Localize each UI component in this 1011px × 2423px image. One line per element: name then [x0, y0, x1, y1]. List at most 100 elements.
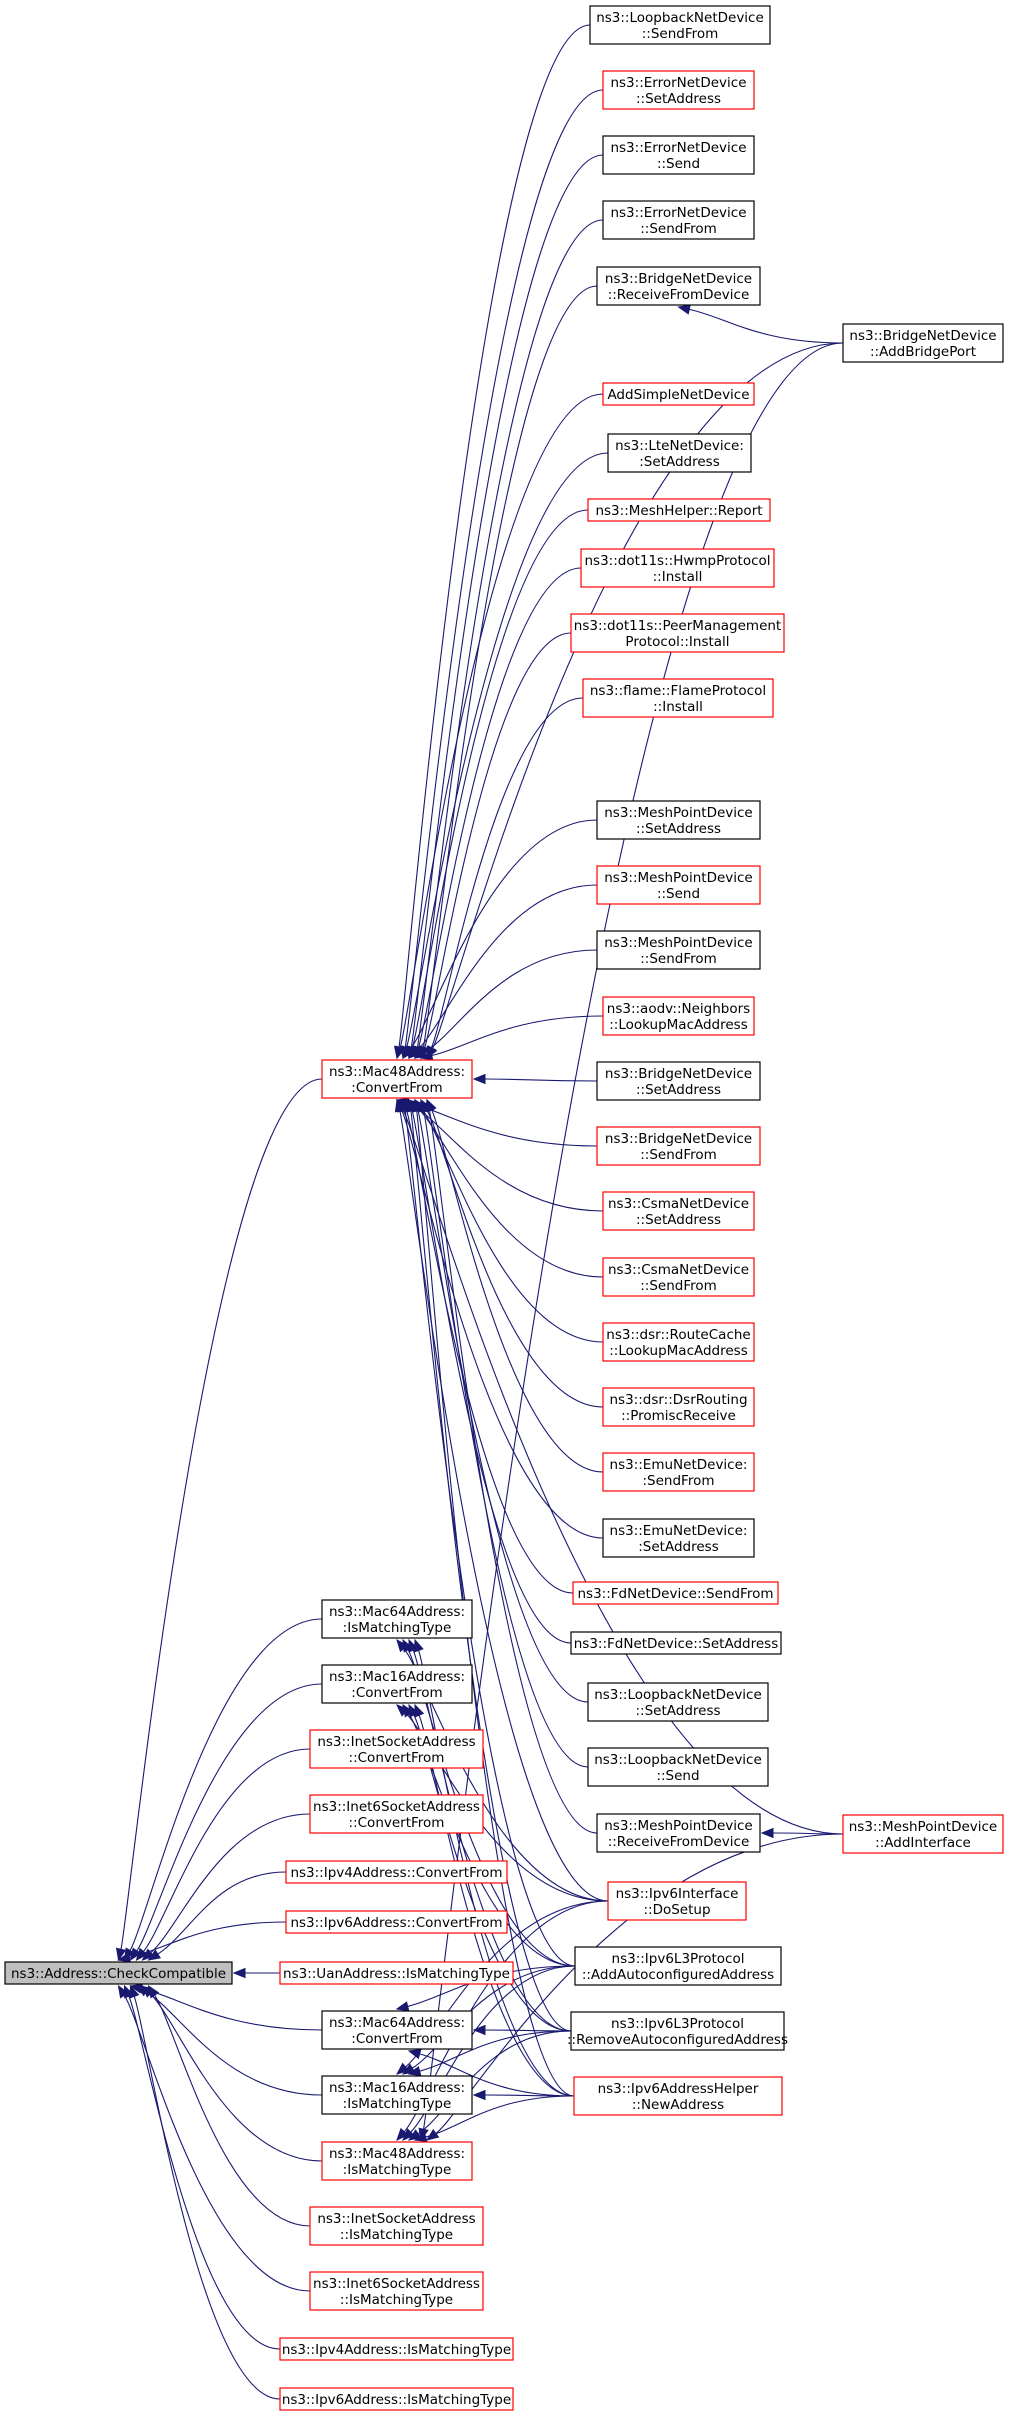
node-box: [602, 996, 755, 1036]
node-label: ns3::CsmaNetDevice: [608, 1262, 749, 1278]
node-label: ::IsMatchingType: [340, 2227, 453, 2243]
node-label: ::ConvertFrom: [349, 1815, 445, 1831]
node-box: [589, 5, 771, 45]
node-inet6cf[interactable]: ns3::Inet6SocketAddress::ConvertFrom: [309, 1794, 484, 1834]
node-label: ::AddInterface: [875, 1835, 971, 1851]
node-label: ns3::Ipv6L3Protocol: [612, 1951, 745, 1967]
node-mhrep[interactable]: ns3::MeshHelper::Report: [587, 498, 771, 522]
node-emusa[interactable]: ns3::EmuNetDevice::SetAddress: [602, 1518, 755, 1558]
node-ip6ds[interactable]: ns3::Ipv6Interface::DoSetup: [607, 1881, 747, 1921]
node-ipv4imt[interactable]: ns3::Ipv4Address::IsMatchingType: [279, 2337, 514, 2361]
node-mps[interactable]: ns3::MeshPointDevice::Send: [596, 865, 761, 905]
node-m48cf[interactable]: ns3::Mac48Address::ConvertFrom: [321, 1059, 473, 1099]
node-aodv[interactable]: ns3::aodv::Neighbors::LookupMacAddress: [602, 996, 755, 1036]
node-box: [279, 2337, 514, 2361]
node-label: ::Install: [653, 699, 703, 715]
node-m64imt[interactable]: ns3::Mac64Address::IsMatchingType: [321, 1599, 473, 1639]
node-bnsa[interactable]: ns3::BridgeNetDevice::SetAddress: [596, 1061, 761, 1101]
node-label: ns3::aodv::Neighbors: [607, 1001, 750, 1017]
node-label: ::NewAddress: [632, 2097, 724, 2113]
edge-lbsf-to-m48cf: [393, 24, 591, 1060]
node-ip6ah[interactable]: ns3::Ipv6AddressHelper::NewAddress: [573, 2076, 783, 2116]
node-inet6imt[interactable]: ns3::Inet6SocketAddress::IsMatchingType: [309, 2271, 484, 2311]
node-fdsa[interactable]: ns3::FdNetDevice::SetAddress: [570, 1631, 782, 1655]
node-box: [596, 1126, 761, 1166]
node-inetimt[interactable]: ns3::InetSocketAddress::IsMatchingType: [309, 2206, 484, 2246]
node-csa[interactable]: ns3::CsmaNetDevice::SetAddress: [602, 1191, 755, 1231]
node-label: ::DoSetup: [643, 1902, 710, 1918]
node-bnrfd[interactable]: ns3::BridgeNetDevice::ReceiveFromDevice: [596, 266, 761, 306]
node-ens[interactable]: ns3::ErrorNetDevice::Send: [602, 135, 755, 175]
node-ipv4cf[interactable]: ns3::Ipv4Address::ConvertFrom: [285, 1860, 508, 1884]
node-label: ::ReceiveFromDevice: [608, 287, 750, 303]
node-hwmp[interactable]: ns3::dot11s::HwmpProtocol::Install: [580, 548, 775, 588]
node-m16cf[interactable]: ns3::Mac16Address::ConvertFrom: [321, 1664, 473, 1704]
node-label: ns3::Mac64Address:: [329, 1604, 465, 1620]
node-bnsf[interactable]: ns3::BridgeNetDevice::SendFrom: [596, 1126, 761, 1166]
node-dsrrc[interactable]: ns3::dsr::RouteCache::LookupMacAddress: [602, 1322, 755, 1362]
node-box: [582, 678, 774, 718]
node-label: ::SendFrom: [640, 951, 717, 967]
node-peer[interactable]: ns3::dot11s::PeerManagementProtocol::Ins…: [570, 613, 785, 653]
node-box: [596, 1813, 761, 1853]
edge-inet6imt-to-root: [117, 1984, 311, 2292]
node-ipv6cf[interactable]: ns3::Ipv6Address::ConvertFrom: [285, 1910, 508, 1934]
node-mpsa[interactable]: ns3::MeshPointDevice::SetAddress: [596, 800, 761, 840]
node-label: ns3::Mac16Address:: [329, 2080, 465, 2096]
node-m16imt[interactable]: ns3::Mac16Address::IsMatchingType: [321, 2075, 473, 2115]
node-csf[interactable]: ns3::CsmaNetDevice::SendFrom: [602, 1257, 755, 1297]
node-label: ns3::dot11s::PeerManagement: [574, 618, 781, 634]
edge-mps-to-m48cf: [408, 884, 598, 1059]
edge-ip6ds-to-m48cf: [394, 1098, 609, 1902]
node-ipv6imt[interactable]: ns3::Ipv6Address::IsMatchingType: [279, 2387, 514, 2411]
node-label: ns3::ErrorNetDevice: [610, 205, 746, 221]
node-inetcf[interactable]: ns3::InetSocketAddress::ConvertFrom: [309, 1729, 484, 1769]
node-fdsf[interactable]: ns3::FdNetDevice::SendFrom: [572, 1581, 779, 1605]
node-mpsf[interactable]: ns3::MeshPointDevice::SendFrom: [596, 930, 761, 970]
node-box: [587, 1682, 769, 1722]
node-label: ::PromiscReceive: [621, 1408, 736, 1424]
node-flame[interactable]: ns3::flame::FlameProtocol::Install: [582, 678, 774, 718]
node-mprfd[interactable]: ns3::MeshPointDevice::ReceiveFromDevice: [596, 1813, 761, 1853]
node-lbsa[interactable]: ns3::LoopbackNetDevice::SetAddress: [587, 1682, 769, 1722]
node-box: [285, 1860, 508, 1884]
edge-fdsa-to-m48cf: [407, 1098, 572, 1644]
node-label: ns3::Ipv6Address::ConvertFrom: [290, 1915, 502, 1931]
node-root[interactable]: ns3::Address::CheckCompatible: [4, 1961, 233, 1985]
node-label: ::LookupMacAddress: [609, 1017, 748, 1033]
node-m48imt[interactable]: ns3::Mac48Address::IsMatchingType: [321, 2141, 473, 2181]
node-box: [580, 548, 775, 588]
node-mpai[interactable]: ns3::MeshPointDevice::AddInterface: [842, 1814, 1004, 1854]
node-lbsf[interactable]: ns3::LoopbackNetDevice::SendFrom: [589, 5, 771, 45]
node-label: ns3::MeshPointDevice: [604, 935, 753, 951]
node-box: [587, 498, 771, 522]
node-box: [596, 800, 761, 840]
node-label: ns3::FdNetDevice::SendFrom: [577, 1586, 773, 1602]
edge-l3rem-to-m64cf: [472, 2024, 572, 2036]
node-box: [572, 1581, 779, 1605]
node-label: ::SendFrom: [640, 1278, 717, 1294]
node-box: [573, 2076, 783, 2116]
node-uanimt[interactable]: ns3::UanAddress::IsMatchingType: [279, 1961, 514, 1985]
node-l3rem[interactable]: ns3::Ipv6L3Protocol::RemoveAutoconfigure…: [567, 2011, 788, 2051]
node-lbs[interactable]: ns3::LoopbackNetDevice::Send: [587, 1747, 769, 1787]
node-label: ns3::dot11s::HwmpProtocol: [584, 553, 770, 569]
edge-inetimt-to-root: [147, 1984, 311, 2227]
node-ensf[interactable]: ns3::ErrorNetDevice::SendFrom: [602, 200, 755, 240]
node-emusf[interactable]: ns3::EmuNetDevice::SendFrom: [602, 1452, 755, 1492]
node-box: [602, 1322, 755, 1362]
node-label: ns3::Mac16Address:: [329, 1669, 465, 1685]
node-l3add[interactable]: ns3::Ipv6L3Protocol::AddAutoconfiguredAd…: [574, 1946, 782, 1986]
node-label: ns3::Ipv4Address::ConvertFrom: [290, 1865, 502, 1881]
node-m64cf[interactable]: ns3::Mac64Address::ConvertFrom: [321, 2010, 473, 2050]
node-label: ns3::BridgeNetDevice: [605, 1131, 752, 1147]
node-label: :IsMatchingType: [343, 2096, 452, 2112]
edge-ipv4cf-to-root: [147, 1871, 287, 1961]
node-bnabp[interactable]: ns3::BridgeNetDevice::AddBridgePort: [842, 323, 1004, 363]
node-dsrpr[interactable]: ns3::dsr::DsrRouting::PromiscReceive: [602, 1387, 755, 1427]
node-ensa[interactable]: ns3::ErrorNetDevice::SetAddress: [602, 70, 755, 110]
edge-ipv6imt-to-root: [129, 1984, 281, 2400]
node-ltesa[interactable]: ns3::LteNetDevice::SetAddress: [607, 433, 752, 473]
node-label: ns3::Address::CheckCompatible: [11, 1966, 226, 1982]
node-asnd[interactable]: AddSimpleNetDevice: [602, 382, 755, 406]
